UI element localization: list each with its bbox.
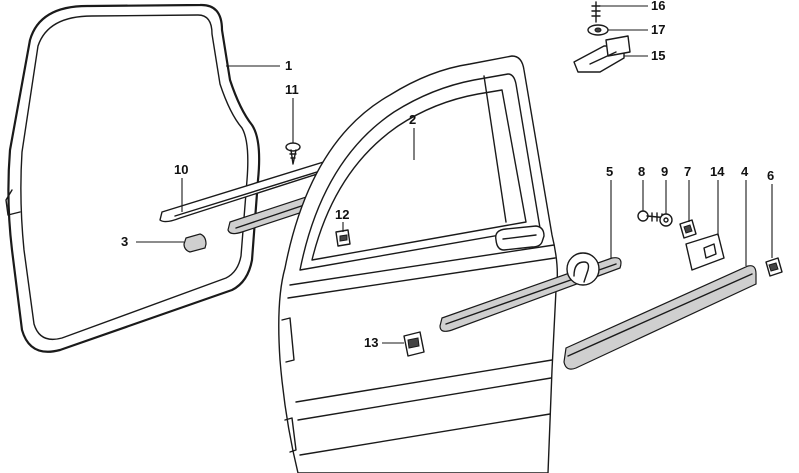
side-trim-strip-part [563, 265, 757, 370]
door-panel [278, 55, 559, 473]
bracket-part-14 [685, 233, 725, 271]
callout-label-4: 4 [741, 164, 749, 179]
callout-label-17: 17 [651, 22, 665, 37]
callout-5: 5 [606, 164, 613, 258]
moulding-profile-detail [566, 252, 600, 286]
callout-15: 15 [624, 48, 665, 63]
callout-label-1: 1 [285, 58, 292, 73]
callout-label-3: 3 [121, 234, 128, 249]
cap-part [183, 233, 207, 253]
callout-label-14: 14 [710, 164, 725, 179]
callout-9: 9 [661, 164, 668, 214]
nut-part-17 [587, 24, 609, 36]
callout-label-7: 7 [684, 164, 691, 179]
callout-label-6: 6 [767, 168, 774, 183]
callout-16: 16 [600, 0, 665, 13]
callout-13: 13 [364, 335, 404, 350]
callout-label-9: 9 [661, 164, 668, 179]
callout-10: 10 [174, 162, 188, 212]
callout-6: 6 [767, 168, 774, 258]
callout-label-13: 13 [364, 335, 378, 350]
callout-3: 3 [121, 234, 184, 249]
callout-12: 12 [335, 207, 349, 232]
callout-label-12: 12 [335, 207, 349, 222]
callout-4: 4 [741, 164, 749, 266]
callout-label-2: 2 [409, 112, 416, 127]
callout-1: 1 [226, 58, 292, 73]
clip-part-7 [679, 219, 697, 239]
callout-label-16: 16 [651, 0, 665, 13]
washer-part [659, 213, 673, 227]
callout-17: 17 [608, 22, 665, 37]
callout-label-11: 11 [285, 82, 299, 97]
callout-label-8: 8 [638, 164, 645, 179]
callout-label-5: 5 [606, 164, 613, 179]
clip-part-13 [403, 331, 425, 357]
callout-label-15: 15 [651, 48, 665, 63]
screw-part-11 [285, 142, 301, 165]
bracket-part-15 [573, 35, 631, 73]
callout-7: 7 [684, 164, 691, 222]
door-seal-part [5, 3, 261, 353]
callout-14: 14 [710, 164, 725, 236]
callout-8: 8 [638, 164, 645, 211]
callout-11: 11 [285, 82, 299, 143]
callout-label-10: 10 [174, 162, 188, 177]
callout-2: 2 [409, 112, 416, 160]
clip-part-12 [335, 229, 351, 247]
clip-part-6 [765, 257, 783, 277]
screw-part-16 [591, 1, 601, 23]
